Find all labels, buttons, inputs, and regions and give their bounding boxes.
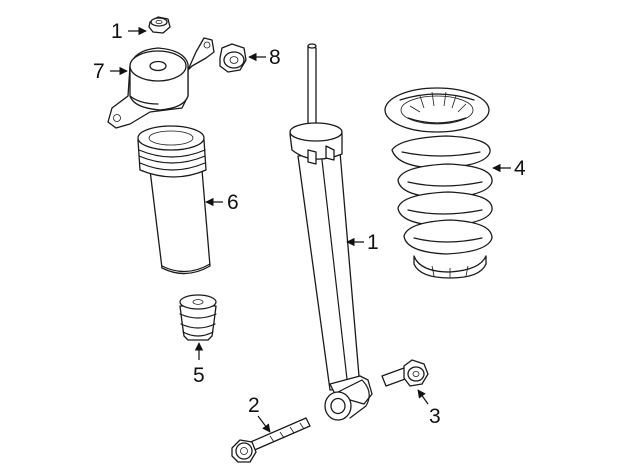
leader-arrow: [417, 389, 429, 405]
part-2-long-bolt: [231, 417, 311, 463]
part-3-bolt: [381, 359, 429, 387]
callout-number: 2: [248, 394, 260, 417]
callout-5: 5: [193, 342, 205, 387]
callout-number: 3: [429, 405, 441, 428]
part-6-dust-boot: [137, 125, 211, 275]
part-9-nut: [148, 16, 171, 34]
callout-6: 6: [205, 191, 239, 214]
part-4-coil-spring: [384, 87, 493, 279]
callout-number: 4: [514, 157, 526, 180]
callout-7: 7: [93, 60, 128, 83]
callout-number: 7: [93, 60, 105, 83]
callout-1: 1: [346, 231, 379, 254]
leader-arrow: [257, 415, 271, 433]
callout-3: 3: [417, 389, 441, 428]
callout-number: 8: [269, 46, 281, 69]
callout-2: 2: [248, 394, 271, 433]
callout-9: 1: [111, 20, 147, 43]
part-8-flange-nut: [219, 43, 247, 73]
callout-8: 8: [248, 46, 281, 69]
callout-number: 1: [111, 20, 123, 43]
part-1-shock-absorber: [289, 43, 373, 421]
callout-number: 6: [227, 191, 239, 214]
callout-number: 1: [367, 231, 379, 254]
callout-4: 4: [492, 157, 526, 180]
part-7-upper-mount: [107, 37, 215, 129]
callout-number: 5: [193, 364, 205, 387]
part-5-jounce-bumper: [179, 294, 217, 341]
